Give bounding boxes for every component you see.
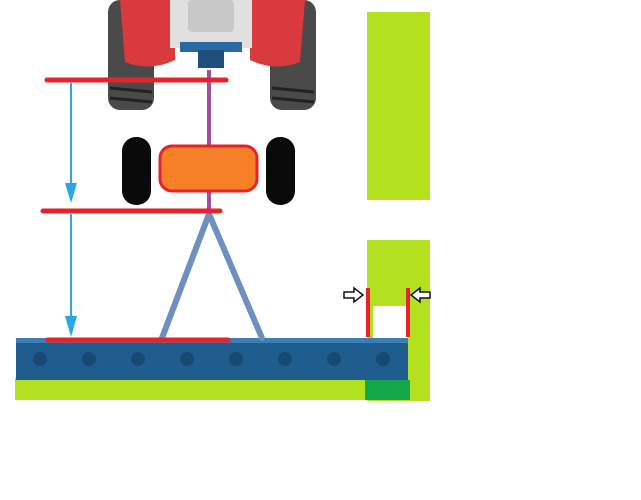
toolbar-beam	[16, 338, 408, 380]
beam-hole	[82, 352, 96, 366]
tractor-icon	[108, 0, 316, 110]
arrow-down-icon	[65, 316, 77, 337]
beam-body	[16, 338, 408, 380]
arrow-left-icon	[409, 286, 431, 304]
beam-hole	[376, 352, 390, 366]
implement-wheel-right	[266, 137, 295, 205]
strut-left	[159, 211, 212, 341]
field-strip-inner-gap	[373, 306, 408, 340]
beam-hole	[33, 352, 47, 366]
tractor-hitch-plate	[180, 42, 242, 52]
tractor-seat	[188, 0, 234, 32]
distance-arrows	[65, 83, 77, 337]
gap-markers	[343, 286, 431, 337]
reference-lines	[40, 77, 231, 343]
tractor-hitch-block	[198, 50, 224, 68]
implement-icon	[122, 137, 295, 205]
tractor-fender-right	[250, 0, 305, 67]
beam-hole	[131, 352, 145, 366]
arrow-right-icon	[343, 286, 365, 304]
tire-treads	[109, 86, 315, 104]
beam-hole	[327, 352, 341, 366]
ground-dark-patch	[365, 380, 410, 400]
ground-strip	[15, 378, 410, 400]
a-frame	[159, 211, 265, 341]
field-strip	[367, 12, 430, 401]
tractor-fender-left	[120, 0, 175, 67]
implement-wheel-left	[122, 137, 151, 205]
strut-right	[206, 211, 265, 341]
arrow-down-icon	[65, 183, 77, 203]
field-strip-upper	[367, 12, 430, 200]
beam-hole	[278, 352, 292, 366]
implement-body	[158, 144, 259, 193]
beam-hole	[180, 352, 194, 366]
beam-holes	[33, 352, 390, 366]
beam-hole	[229, 352, 243, 366]
